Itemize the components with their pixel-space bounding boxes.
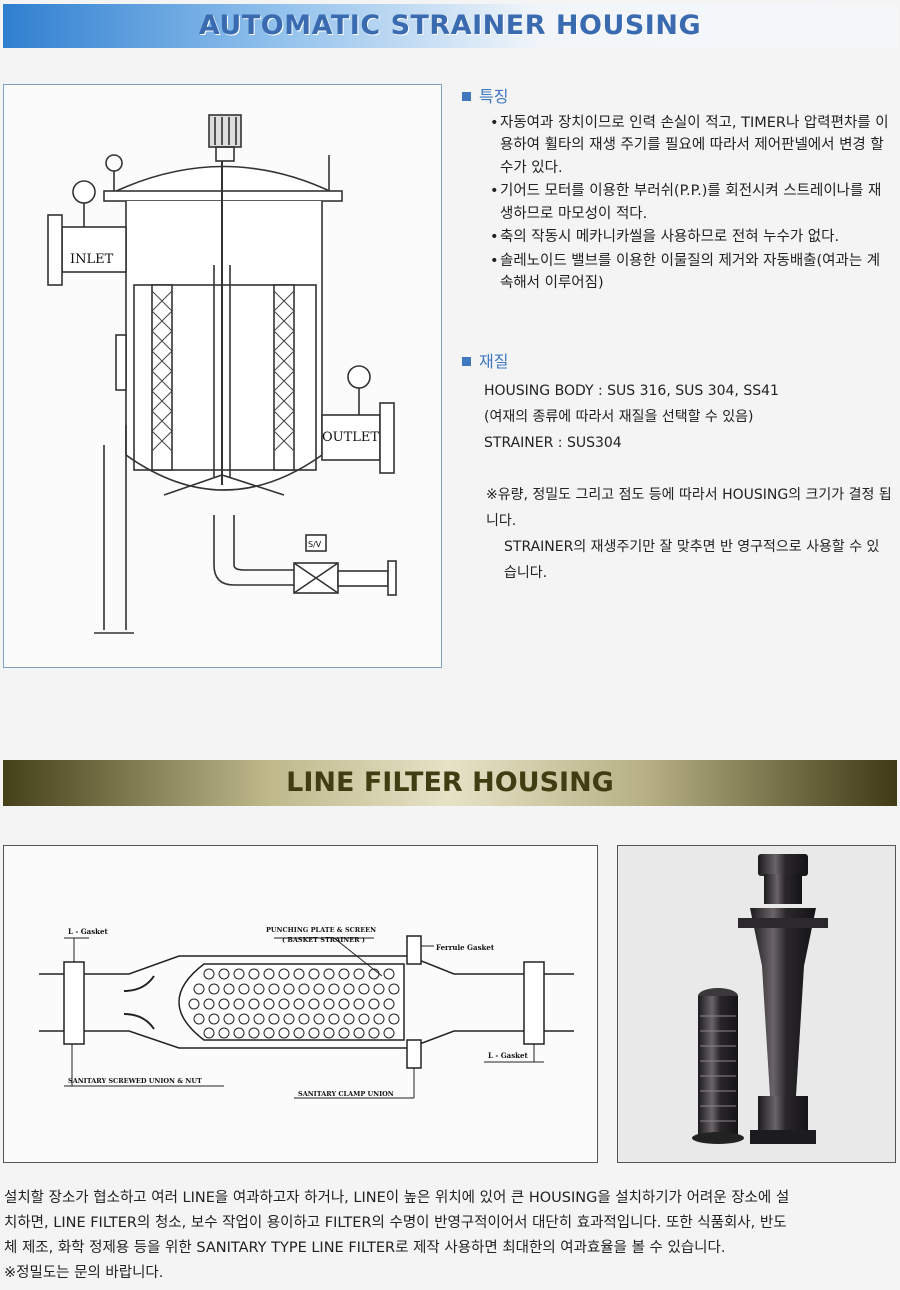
basket-strainer-label: ( BASKET STRAINER )	[282, 936, 365, 944]
material-line: STRAINER : SUS304	[484, 435, 622, 451]
strainer-housing-diagram: INLET OUTLET S/V	[3, 84, 442, 668]
feature-item: 솔레노이드 밸브를 이용한 이물질의 제거와 자동배출(여과는 계속해서 이루어…	[490, 250, 892, 295]
line-filter-drawing: L - Gasket PUNCHING PLATE & SCREEN ( BAS…	[39, 926, 574, 1099]
size-note: ※유량, 정밀도 그리고 점도 등에 따라서 HOUSING의 크기가 결정 됩…	[486, 482, 892, 586]
l-gasket-right-label: L - Gasket	[488, 1051, 528, 1060]
description-line: 체 제조, 화학 정제용 등을 위한 SANITARY TYPE LINE FI…	[4, 1240, 726, 1256]
section-banner-automatic: AUTOMATIC STRAINER HOUSING	[3, 4, 897, 48]
section-title: AUTOMATIC STRAINER HOUSING	[198, 10, 702, 41]
line-filter-photo	[617, 845, 896, 1163]
line-filter-diagram: L - Gasket PUNCHING PLATE & SCREEN ( BAS…	[3, 845, 598, 1163]
features-list: 자동여과 장치이므로 인력 손실이 적고, TIMER나 압력편차를 이용하여 …	[462, 112, 892, 295]
description-line: ※정밀도는 문의 바랍니다.	[4, 1265, 164, 1281]
inlet-label: INLET	[70, 252, 114, 267]
description-line: 설치할 장소가 협소하고 여러 LINE을 여과하고자 하거나, LINE이 높…	[4, 1190, 790, 1206]
line-filter-description: 설치할 장소가 협소하고 여러 LINE을 여과하고자 하거나, LINE이 높…	[4, 1186, 894, 1286]
punching-plate-label: PUNCHING PLATE & SCREEN	[266, 926, 376, 934]
features-section: 특징 자동여과 장치이므로 인력 손실이 적고, TIMER나 압력편차를 이용…	[462, 86, 892, 296]
clamp-union-label: SANITARY CLAMP UNION	[298, 1090, 394, 1098]
screwed-union-label: SANITARY SCREWED UNION & NUT	[68, 1077, 202, 1085]
ferrule-gasket-label: Ferrule Gasket	[436, 943, 495, 952]
feature-item: 자동여과 장치이므로 인력 손실이 적고, TIMER나 압력편차를 이용하여 …	[490, 112, 892, 180]
material-line: HOUSING BODY : SUS 316, SUS 304, SS41	[484, 383, 779, 399]
description-line: 치하면, LINE FILTER의 청소, 보수 작업이 용이하고 FILTER…	[4, 1215, 787, 1231]
section-banner-line-filter: LINE FILTER HOUSING	[3, 760, 897, 806]
strainer-housing-drawing: INLET OUTLET S/V	[47, 114, 397, 634]
feature-item: 축의 작동시 메카니카씰을 사용하므로 전혀 누수가 없다.	[490, 226, 892, 249]
feature-item: 기어드 모터를 이용한 부러쉬(P.P.)를 회전시켜 스트레이나를 재생하므로…	[490, 180, 892, 225]
section-title: LINE FILTER HOUSING	[286, 767, 614, 798]
material-section: 재질 HOUSING BODY : SUS 316, SUS 304, SS41…	[462, 349, 892, 456]
features-heading: 특징	[462, 86, 892, 109]
l-gasket-left-label: L - Gasket	[68, 927, 108, 936]
square-bullet-icon	[462, 92, 471, 101]
material-heading: 재질	[462, 349, 892, 375]
line-filter-image	[692, 854, 828, 1144]
square-bullet-icon	[462, 357, 471, 366]
material-line: (여재의 종류에 따라서 재질을 선택할 수 있음)	[484, 409, 754, 425]
outlet-label: OUTLET	[322, 430, 379, 445]
note-line: STRAINER의 재생주기만 잘 맞추면 반 영구적으로 사용할 수 있습니다…	[504, 539, 880, 581]
valve-label: S/V	[308, 540, 322, 549]
note-line: ※유량, 정밀도 그리고 점도 등에 따라서 HOUSING의 크기가 결정 됩…	[486, 487, 892, 529]
